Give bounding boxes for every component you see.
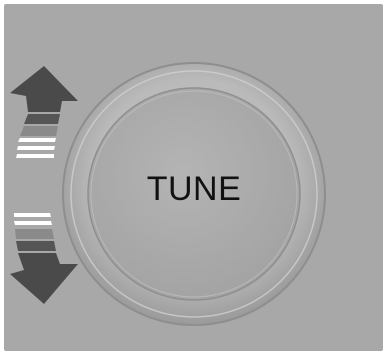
tune-label: TUNE <box>94 170 294 209</box>
tune-up-arrow-icon[interactable] <box>10 66 78 158</box>
